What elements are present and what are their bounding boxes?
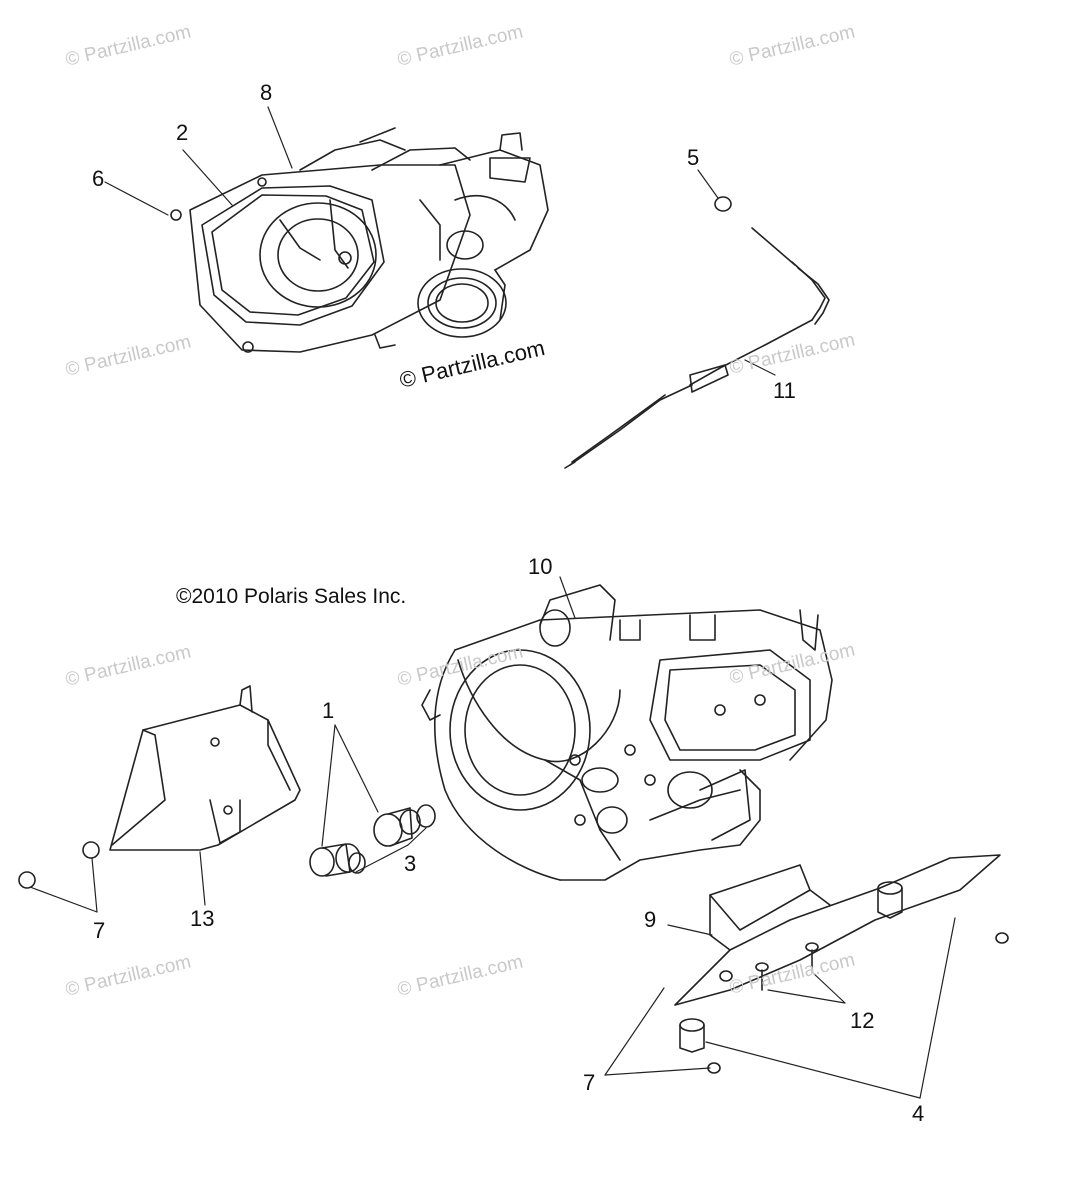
callout-9: 9 (644, 907, 657, 932)
callout-1: 1 (322, 698, 335, 723)
washer-3b (416, 804, 436, 828)
callout-2: 2 (176, 120, 189, 145)
callout-8: 8 (260, 80, 273, 105)
callout-11: 11 (773, 378, 796, 403)
engine-assembly (421, 584, 833, 881)
callout-5: 5 (687, 145, 700, 170)
nut-7b (82, 841, 100, 859)
copyright-notice: ©2010 Polaris Sales Inc. (176, 585, 407, 608)
engine-mount-bracket-13 (109, 685, 301, 851)
throttle-cable-11 (564, 227, 830, 469)
bolts-12 (755, 942, 819, 991)
callout-7-right: 7 (583, 1070, 596, 1095)
callout-6: 6 (92, 166, 105, 191)
rubber-mounts-4 (679, 881, 903, 1053)
callout-10: 10 (528, 554, 553, 579)
callout-3: 3 (404, 851, 417, 876)
throttle-body-assembly (170, 127, 549, 353)
callout-7-left: 7 (93, 918, 106, 943)
mount-bracket-9 (674, 854, 1001, 1006)
leader-lines (29, 106, 956, 1099)
washer-3a (348, 852, 366, 874)
callout-4: 4 (912, 1101, 925, 1126)
cap-5 (714, 196, 732, 212)
nut-7a (18, 871, 36, 889)
callout-12: 12 (850, 1008, 875, 1033)
screw-6 (170, 209, 182, 221)
callout-13: 13 (190, 906, 215, 931)
bushings-1 (309, 807, 421, 877)
